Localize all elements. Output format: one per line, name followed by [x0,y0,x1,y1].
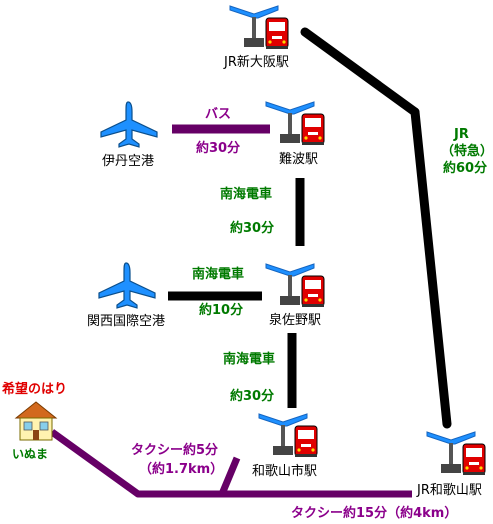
nankai-kansai-time-label: 約10分 [199,303,244,318]
station-label-namba: 難波駅 [279,152,319,167]
jr-sub-label: （特急） [441,144,493,159]
station-label-shin-osaka: JR新大阪駅 [224,55,289,70]
destination-name-bottom: いぬま [12,447,49,461]
taxi-line-branch [218,456,241,496]
nankai-wakayamashi-time-label: 約30分 [230,389,275,404]
plane-icon-kansai [98,262,156,309]
station-label-izumisano: 泉佐野駅 [269,313,322,328]
house-icon [14,401,58,441]
nankai-wakayamashi-mode-label: 南海電車 [223,352,276,367]
destination-name-top: 希望のはり [2,382,68,397]
jr-line-a [300,27,420,117]
jr-line-b [410,107,452,429]
taxi-wakayamashi-distance: （約1.7km） [139,462,224,477]
bus-time-label: 約30分 [196,141,241,156]
station-icon-izumisano [265,263,325,308]
airport-label-kansai: 関西国際空港 [87,314,166,329]
jr-time-label: 約60分 [443,161,488,176]
nankai-namba-mode-label: 南海電車 [220,187,273,202]
jr-mode-label: JR [454,127,469,142]
taxi-line [49,429,412,498]
taxi-jr-wakayama-label: タクシー約15分（約4km） [291,506,458,521]
station-icon-shin-osaka [229,5,289,50]
station-icon-jr-wakayama [426,431,486,476]
bus-mode-label: バス [205,107,232,122]
nankai-namba-time-label: 約30分 [230,221,275,236]
station-label-jr-wakayama: JR和歌山駅 [417,483,482,498]
station-label-wakayamashi: 和歌山市駅 [252,464,318,479]
taxi-wakayamashi-label: タクシー約5分 [131,443,219,458]
nankai-kansai-mode-label: 南海電車 [192,267,245,282]
station-icon-wakayamashi [258,413,318,458]
plane-icon-itami [100,101,158,148]
station-icon-namba [265,101,325,146]
airport-label-itami: 伊丹空港 [102,154,155,169]
